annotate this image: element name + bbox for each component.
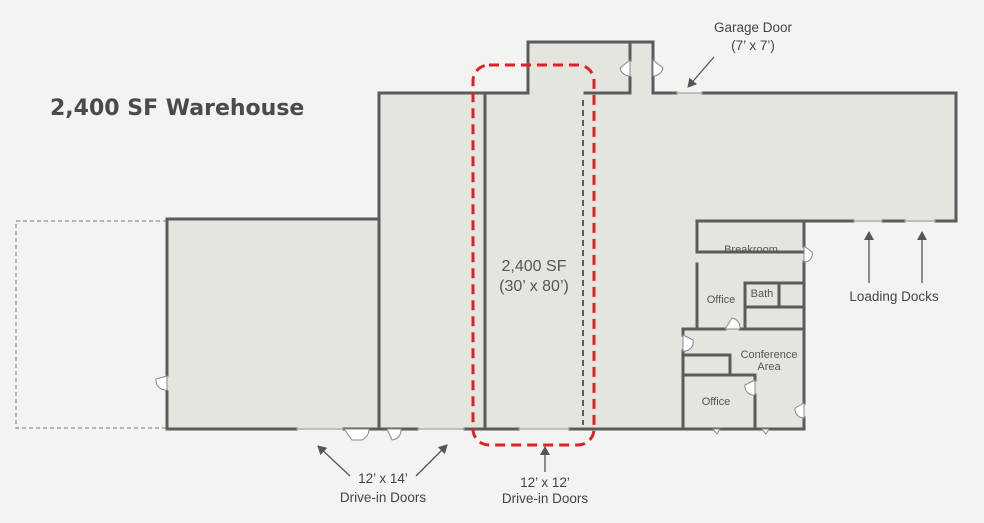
room-label-bath: Bath (751, 288, 774, 300)
room-label-office-lower: Office (702, 396, 731, 408)
drive-in-left-size-label: 12’ x 14’ (358, 471, 408, 486)
drive-in-center-size-label: 12’ x 12’ (520, 475, 570, 490)
door-swings (155, 58, 813, 441)
garage-door-size-label: (7’ x 7’) (731, 38, 775, 53)
outdoor-area-outline (15, 220, 167, 429)
highlighted-space-outline (471, 63, 596, 447)
space-dimensions-label: (30’ x 80’) (499, 278, 569, 295)
callout-arrows (317, 56, 927, 477)
drive-in-left-label: Drive-in Doors (340, 490, 427, 505)
room-label-office-upper: Office (707, 294, 736, 306)
room-label-breakroom: Breakroom (724, 244, 778, 256)
garage-door-label: Garage Door (714, 20, 793, 35)
walls (165, 40, 958, 431)
room-label-conference-line1: Conference (741, 349, 798, 361)
door-openings (296, 92, 936, 430)
loading-docks-label: Loading Docks (849, 289, 939, 304)
floor-fill (167, 42, 956, 429)
room-label-conference-line2: Area (757, 361, 781, 373)
space-area-label: 2,400 SF (502, 258, 567, 275)
page-title: 2,400 SF Warehouse (50, 96, 304, 121)
drive-in-center-label: Drive-in Doors (502, 491, 589, 506)
